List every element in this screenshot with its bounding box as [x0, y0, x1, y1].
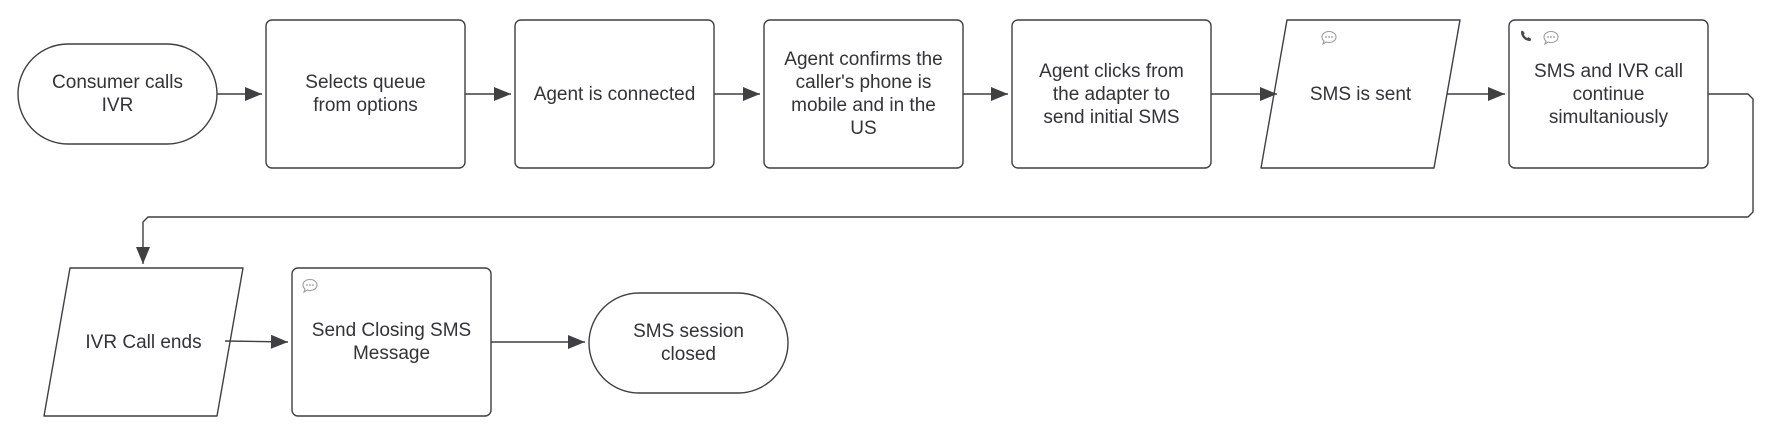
chat-bubble-icon [1543, 30, 1559, 46]
arrowhead-sms-session-closed [568, 335, 585, 349]
node-agent-connected-label: Agent is connected [533, 83, 696, 105]
arrowhead-selects-queue [245, 87, 262, 101]
node-consumer-calls-ivr-label: Consumer calls IVR [52, 72, 183, 116]
node-sms-session-closed-label: SMS session closed [633, 321, 744, 365]
node-agent-clicks-label: Agent clicks from the adapter to send in… [1039, 60, 1184, 128]
phone-icon [1520, 30, 1532, 42]
arrowhead-agent-confirms [743, 87, 760, 101]
node-agent-confirms-label: Agent confirms the caller's phone is mob… [784, 49, 943, 139]
node-sms-ivr-continue-label: SMS and IVR call continue simultaniously [1534, 60, 1683, 128]
node-sms-sent-label: SMS is sent [1309, 83, 1412, 105]
node-ivr-call-ends-shape [43, 267, 244, 417]
node-selects-queue-label: Selects queue from options [305, 72, 426, 116]
chat-bubble-icon [302, 278, 318, 294]
arrowhead-ivr-call-ends [136, 247, 150, 264]
chat-bubble-icon [1321, 30, 1337, 46]
node-sms-sent-shape [1260, 19, 1461, 169]
arrowhead-sms-sent [1260, 87, 1277, 101]
node-ivr-call-ends-label: IVR Call ends [85, 331, 202, 353]
arrowhead-agent-clicks [991, 87, 1008, 101]
edge-sms-ivr-continue-to-ivr-call-ends [142, 93, 1754, 264]
arrowhead-sms-ivr-continue [1488, 87, 1505, 101]
node-sms-session-closed-shape [588, 292, 789, 394]
arrowhead-agent-connected [494, 87, 511, 101]
arrowhead-send-closing-sms [270, 334, 288, 349]
node-send-closing-sms-label: Send Closing SMS Message [311, 320, 472, 364]
